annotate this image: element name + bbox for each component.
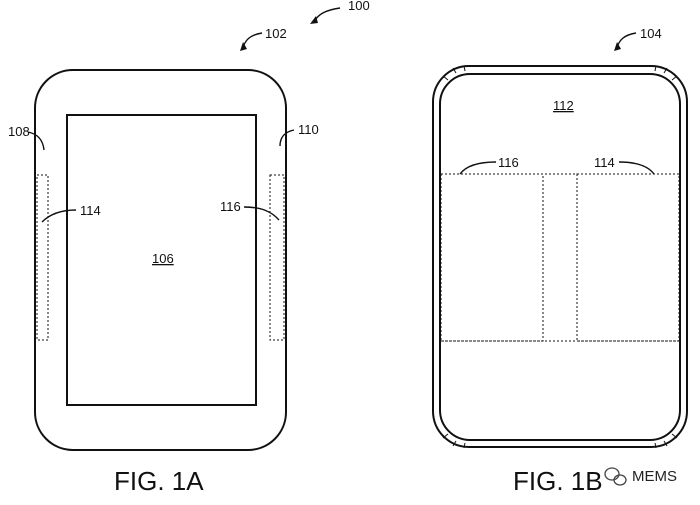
device-front-body (34, 69, 287, 451)
rim-ticks-bottom (442, 433, 678, 449)
leader-114-front (41, 209, 77, 223)
rim-ticks-top (442, 65, 678, 81)
leader-116-front (243, 206, 280, 221)
leader-114-back (618, 161, 655, 175)
caption-fig-1b: FIG. 1B (513, 466, 603, 496)
leader-104 (616, 32, 637, 49)
display-area (66, 114, 257, 406)
label-106: 106 (152, 251, 174, 266)
label-114-front: 114 (80, 203, 101, 218)
label-104: 104 (640, 26, 662, 41)
label-102: 102 (265, 26, 287, 41)
leader-102-arrow (240, 42, 247, 51)
wechat-icon (604, 467, 627, 486)
fig-1b-device (432, 65, 688, 449)
label-114-back: 114 (594, 155, 615, 170)
caption-fig-1a: FIG. 1A (114, 466, 204, 496)
leader-110 (279, 129, 295, 147)
leader-100-arrow (310, 16, 318, 24)
label-110: 110 (298, 122, 319, 137)
device-back-outer (432, 65, 688, 448)
fig-1a-device (34, 69, 287, 451)
label-108: 108 (8, 124, 30, 139)
label-116-front: 116 (220, 199, 241, 214)
leader-100 (313, 7, 341, 23)
label-112: 112 (553, 98, 574, 113)
right-antenna-region (269, 174, 285, 341)
device-back-inner (439, 73, 681, 441)
right-antenna-back (576, 173, 680, 342)
watermark-text: MEMS (632, 468, 677, 485)
label-100: 100 (348, 0, 370, 13)
left-antenna-region (36, 174, 49, 341)
label-116-back: 116 (498, 155, 519, 170)
leader-116-back (459, 161, 497, 175)
leader-102 (242, 32, 263, 49)
leader-104-arrow (614, 42, 621, 51)
leader-108 (27, 131, 45, 151)
watermark: MEMS (604, 467, 677, 486)
left-antenna-back (440, 173, 544, 342)
